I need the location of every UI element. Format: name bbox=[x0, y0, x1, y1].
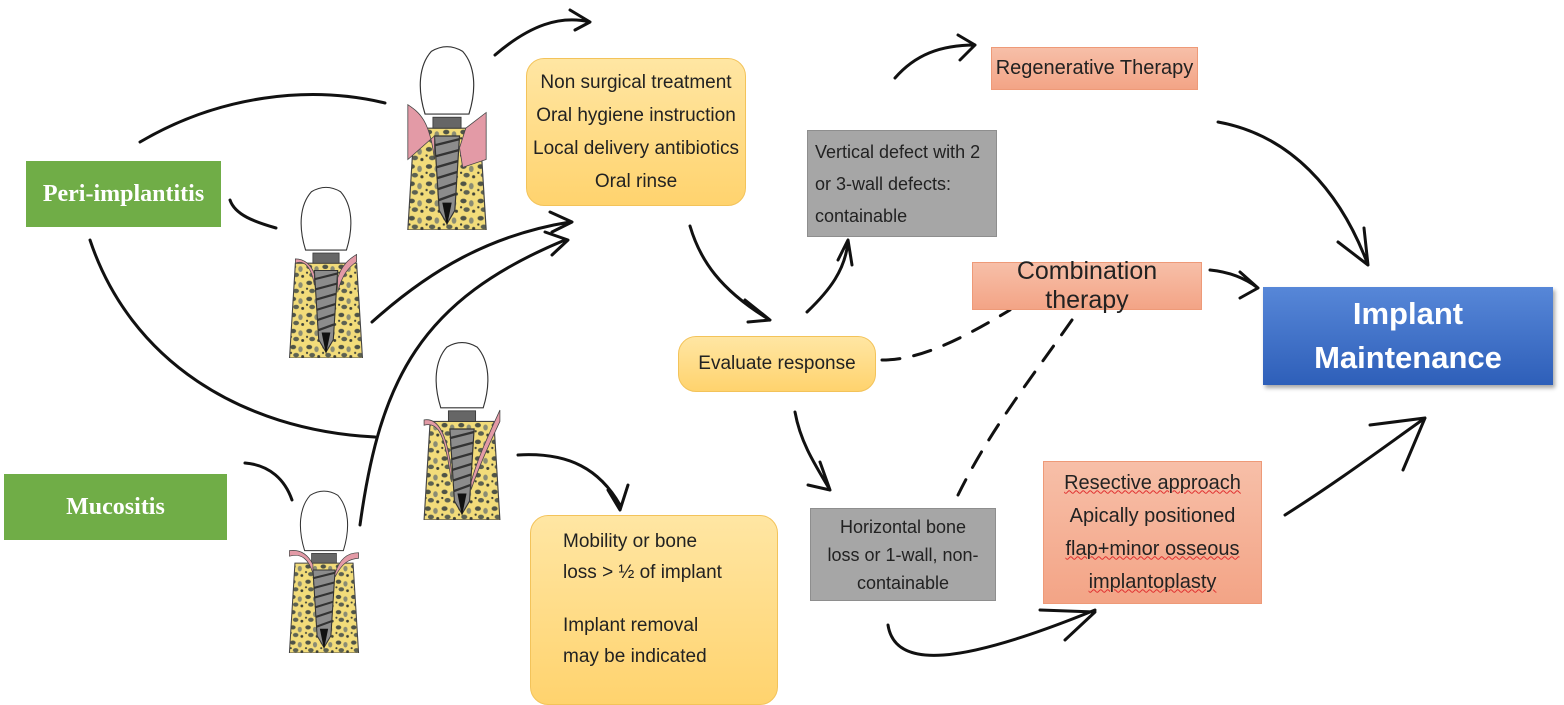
box-line: Oral hygiene instruction bbox=[536, 105, 736, 126]
curve-peri-to-implant1 bbox=[138, 93, 387, 144]
peri-implantitis-label: Peri-implantitis bbox=[26, 161, 221, 227]
implant-maintenance-box: Implant Maintenance bbox=[1263, 287, 1553, 385]
arrow-implant3-to-mobility bbox=[516, 453, 630, 512]
curve-muco-to-implant4 bbox=[243, 461, 294, 502]
arrow-implant4-to-nonsurgical bbox=[358, 230, 570, 527]
box-line: containable bbox=[856, 572, 950, 593]
box-line: implantoplasty bbox=[1088, 570, 1217, 593]
box-line bbox=[563, 588, 777, 610]
arrow-to-regenerative bbox=[893, 33, 977, 80]
box-line: Oral rinse bbox=[594, 171, 678, 192]
arrow-evaluate-to-vertical bbox=[805, 238, 854, 314]
flow-arrows bbox=[88, 8, 1427, 657]
box-line: Horizontal bone bbox=[839, 516, 967, 537]
curve-peri-to-implant2 bbox=[228, 198, 278, 230]
arrow-nonsurgical-to-evaluate bbox=[688, 224, 772, 324]
box-line: may be indicated bbox=[563, 646, 707, 667]
combination-therapy-box: Combination therapy bbox=[972, 257, 1202, 314]
non-surgical-treatment-box: Non surgical treatment Oral hygiene inst… bbox=[526, 58, 746, 206]
box-line: loss > ½ of implant bbox=[563, 562, 722, 583]
arrow-to-nonsurgical-top bbox=[493, 8, 592, 57]
arrow-resective-to-maintenance bbox=[1283, 416, 1427, 517]
implant-illustration-mucositis bbox=[288, 490, 360, 653]
box-line: containable bbox=[815, 205, 908, 226]
resective-approach-box: Resective approach Apically positioned f… bbox=[1043, 461, 1262, 604]
arrow-combination-to-maintenance bbox=[1208, 268, 1260, 300]
box-line: Local delivery antibiotics bbox=[533, 138, 739, 159]
implant-illustration-bone-loss bbox=[422, 341, 502, 520]
horizontal-defect-box: Horizontal bone loss or 1-wall, non- con… bbox=[810, 508, 996, 601]
implant-illustration-moderate bbox=[288, 186, 364, 358]
combination-therapy-text: Combination therapy bbox=[1016, 257, 1158, 314]
regenerative-therapy-text: Regenerative Therapy bbox=[995, 57, 1194, 79]
mucositis-text: Mucositis bbox=[66, 493, 165, 520]
arrow-regenerative-to-maintenance bbox=[1216, 120, 1370, 267]
mucositis-label: Mucositis bbox=[4, 474, 227, 540]
peri-implantitis-text: Peri-implantitis bbox=[42, 180, 205, 207]
box-line: Mobility or bone bbox=[563, 531, 698, 552]
box-line: Vertical defect with 2 bbox=[815, 141, 981, 162]
curve-peri-to-implant3 bbox=[88, 238, 377, 439]
mobility-box: Mobility or bone loss > ½ of implant Imp… bbox=[530, 515, 778, 705]
evaluate-response-box: Evaluate response bbox=[678, 336, 876, 392]
evaluate-response-text: Evaluate response bbox=[698, 353, 856, 374]
box-line: Non surgical treatment bbox=[540, 72, 732, 93]
box-line: flap+minor osseous bbox=[1065, 537, 1240, 560]
arrow-evaluate-to-horizontal bbox=[793, 410, 832, 492]
arrow-implant2-to-nonsurgical bbox=[370, 210, 574, 324]
regenerative-therapy-box: Regenerative Therapy bbox=[991, 47, 1198, 90]
box-line: or 3-wall defects: bbox=[815, 173, 952, 194]
vertical-defect-box: Vertical defect with 2 or 3-wall defects… bbox=[807, 130, 997, 237]
box-line: Implant bbox=[1352, 296, 1464, 331]
box-line: Apically positioned bbox=[1069, 504, 1236, 527]
box-line: Implant removal bbox=[563, 615, 699, 636]
box-line: loss or 1-wall, non- bbox=[827, 544, 979, 565]
dashed-connector-evaluate-combination bbox=[880, 308, 1074, 497]
box-line: Maintenance bbox=[1314, 340, 1502, 375]
implant-illustration-severe-gum-recession bbox=[406, 45, 488, 230]
box-line: Resective approach bbox=[1064, 471, 1241, 494]
arrow-horizontal-to-resective bbox=[886, 608, 1097, 657]
